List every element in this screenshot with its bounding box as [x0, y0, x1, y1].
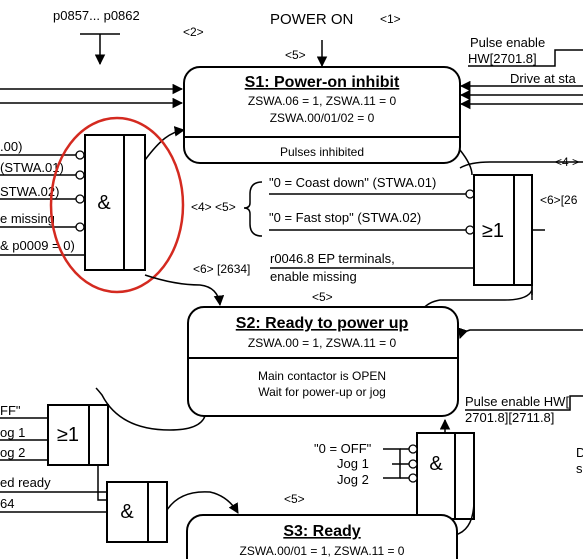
left-and-gate — [84, 134, 146, 271]
and-gate-mid — [416, 432, 475, 520]
state-s1-footer: Pulses inhibited — [280, 145, 364, 159]
state-s3-title: S3: Ready — [283, 523, 360, 540]
state-s2-title: S2: Ready to power up — [236, 315, 409, 332]
drive-standstill-label: Drive at sta — [510, 71, 577, 86]
or2-symbol: ≥1 — [57, 424, 79, 446]
cut-text-s: s — [576, 461, 583, 476]
left-gate-label-2: (STWA.01) — [0, 160, 64, 175]
left-gate-label-5: & p0009 = 0) — [0, 238, 75, 253]
s1-to-or1-line — [459, 149, 473, 176]
or1-invert-1 — [465, 189, 475, 199]
and-mid-label-1: "0 = OFF" — [314, 441, 372, 456]
or2-label-2: og 1 — [0, 425, 25, 440]
state-s3-box — [186, 514, 458, 559]
state-s2-line1: ZSWA.00 = 1, ZSWA.11 = 0 — [248, 336, 397, 350]
pulse-enable-right-label: Pulse enable HW[ — [465, 394, 569, 409]
highlight-ellipse — [49, 116, 185, 294]
or1-input-1-label: "0 = Coast down" (STWA.01) — [269, 175, 436, 190]
left-gate-to-s1-arrow — [144, 126, 186, 161]
s2-exit-left-line — [95, 387, 206, 431]
power-on-label: POWER ON — [270, 11, 353, 28]
and-mid-label-3: Jog 2 — [337, 472, 369, 487]
or1-invert-2 — [465, 225, 475, 235]
left-gate-invert-2 — [75, 170, 85, 180]
ep-terminals-line1: r0046.8 EP terminals, — [270, 251, 395, 266]
or1-input-2-label: "0 = Fast stop" (STWA.02) — [269, 210, 421, 225]
or1-symbol: ≥1 — [482, 220, 504, 242]
or2-label-3: og 2 — [0, 445, 25, 460]
s1-right-exit-line — [459, 161, 583, 169]
cut-text-d: D — [576, 445, 583, 460]
and-mid-label-2: Jog 1 — [337, 456, 369, 471]
left-and-symbol: & — [97, 192, 111, 214]
left-gate-label-4: e missing — [0, 211, 55, 226]
and-to-s3-arrow — [166, 491, 239, 514]
or1-to-s2-line — [421, 289, 533, 311]
param-range-label: p0857... p0862 — [53, 8, 140, 23]
left-gate-invert-3 — [75, 194, 85, 204]
ref-6-right: <6>[26 — [540, 193, 578, 207]
and-bottom-left-symbol: & — [120, 501, 134, 523]
state-s1-line2: ZSWA.00/01/02 = 0 — [270, 111, 375, 125]
state-s3-line1: ZSWA.00/01 = 1, ZSWA.11 = 0 — [240, 544, 405, 558]
ref-2: <2> — [183, 25, 204, 39]
pulse-enable-top-label: Pulse enable — [470, 35, 545, 50]
state-s1-box — [183, 66, 461, 164]
or2-label-1: FF" — [0, 403, 21, 418]
or1-ref-2634: <6> [2634] — [193, 262, 250, 276]
ep-terminals-line2: enable missing — [270, 269, 357, 284]
left-gate-label-3: STWA.02) — [0, 184, 59, 199]
and-mid-invert-3 — [408, 473, 418, 483]
ref-5a: <5> — [285, 48, 306, 62]
ref-5b: <5> — [312, 290, 333, 304]
and-mid-bracket — [383, 448, 401, 479]
or2-to-and-line — [97, 465, 107, 501]
pulse-enable-right-line — [465, 395, 583, 411]
and-gate-bottom-left — [106, 481, 168, 543]
state-s2-line3: Wait for power-up or jog — [258, 385, 386, 399]
and-bottom-left-label-2: 64 — [0, 496, 14, 511]
right-to-s2-arrow — [458, 327, 583, 339]
and-mid-invert-2 — [408, 459, 418, 469]
left-gate-to-s2-arrow — [144, 274, 225, 307]
left-gate-invert-4 — [75, 222, 85, 232]
left-gate-label-1: .00) — [0, 139, 22, 154]
or1-brace — [243, 181, 263, 237]
state-s1-title: S1: Power-on inhibit — [245, 74, 400, 91]
pulse-enable-right-refs: 2701.8][2711.8] — [465, 410, 554, 425]
and-mid-invert-1 — [408, 444, 418, 454]
ref-5c: <5> — [284, 492, 305, 506]
and-mid-symbol: & — [429, 453, 443, 475]
or1-refs: <4> <5> — [191, 200, 236, 214]
left-gate-invert-1 — [75, 150, 85, 160]
power-on-ref: <1> — [380, 12, 401, 26]
pulse-enable-top-ref: HW[2701.8] — [468, 51, 537, 66]
state-s1-line1: ZSWA.06 = 1, ZSWA.11 = 0 — [248, 94, 397, 108]
and-bottom-left-label-1: ed ready — [0, 475, 51, 490]
or-gate-2 — [47, 404, 109, 466]
pulse-enable-top-line — [468, 49, 583, 67]
state-s2-box — [187, 306, 459, 417]
state-s2-line2: Main contactor is OPEN — [258, 369, 386, 383]
